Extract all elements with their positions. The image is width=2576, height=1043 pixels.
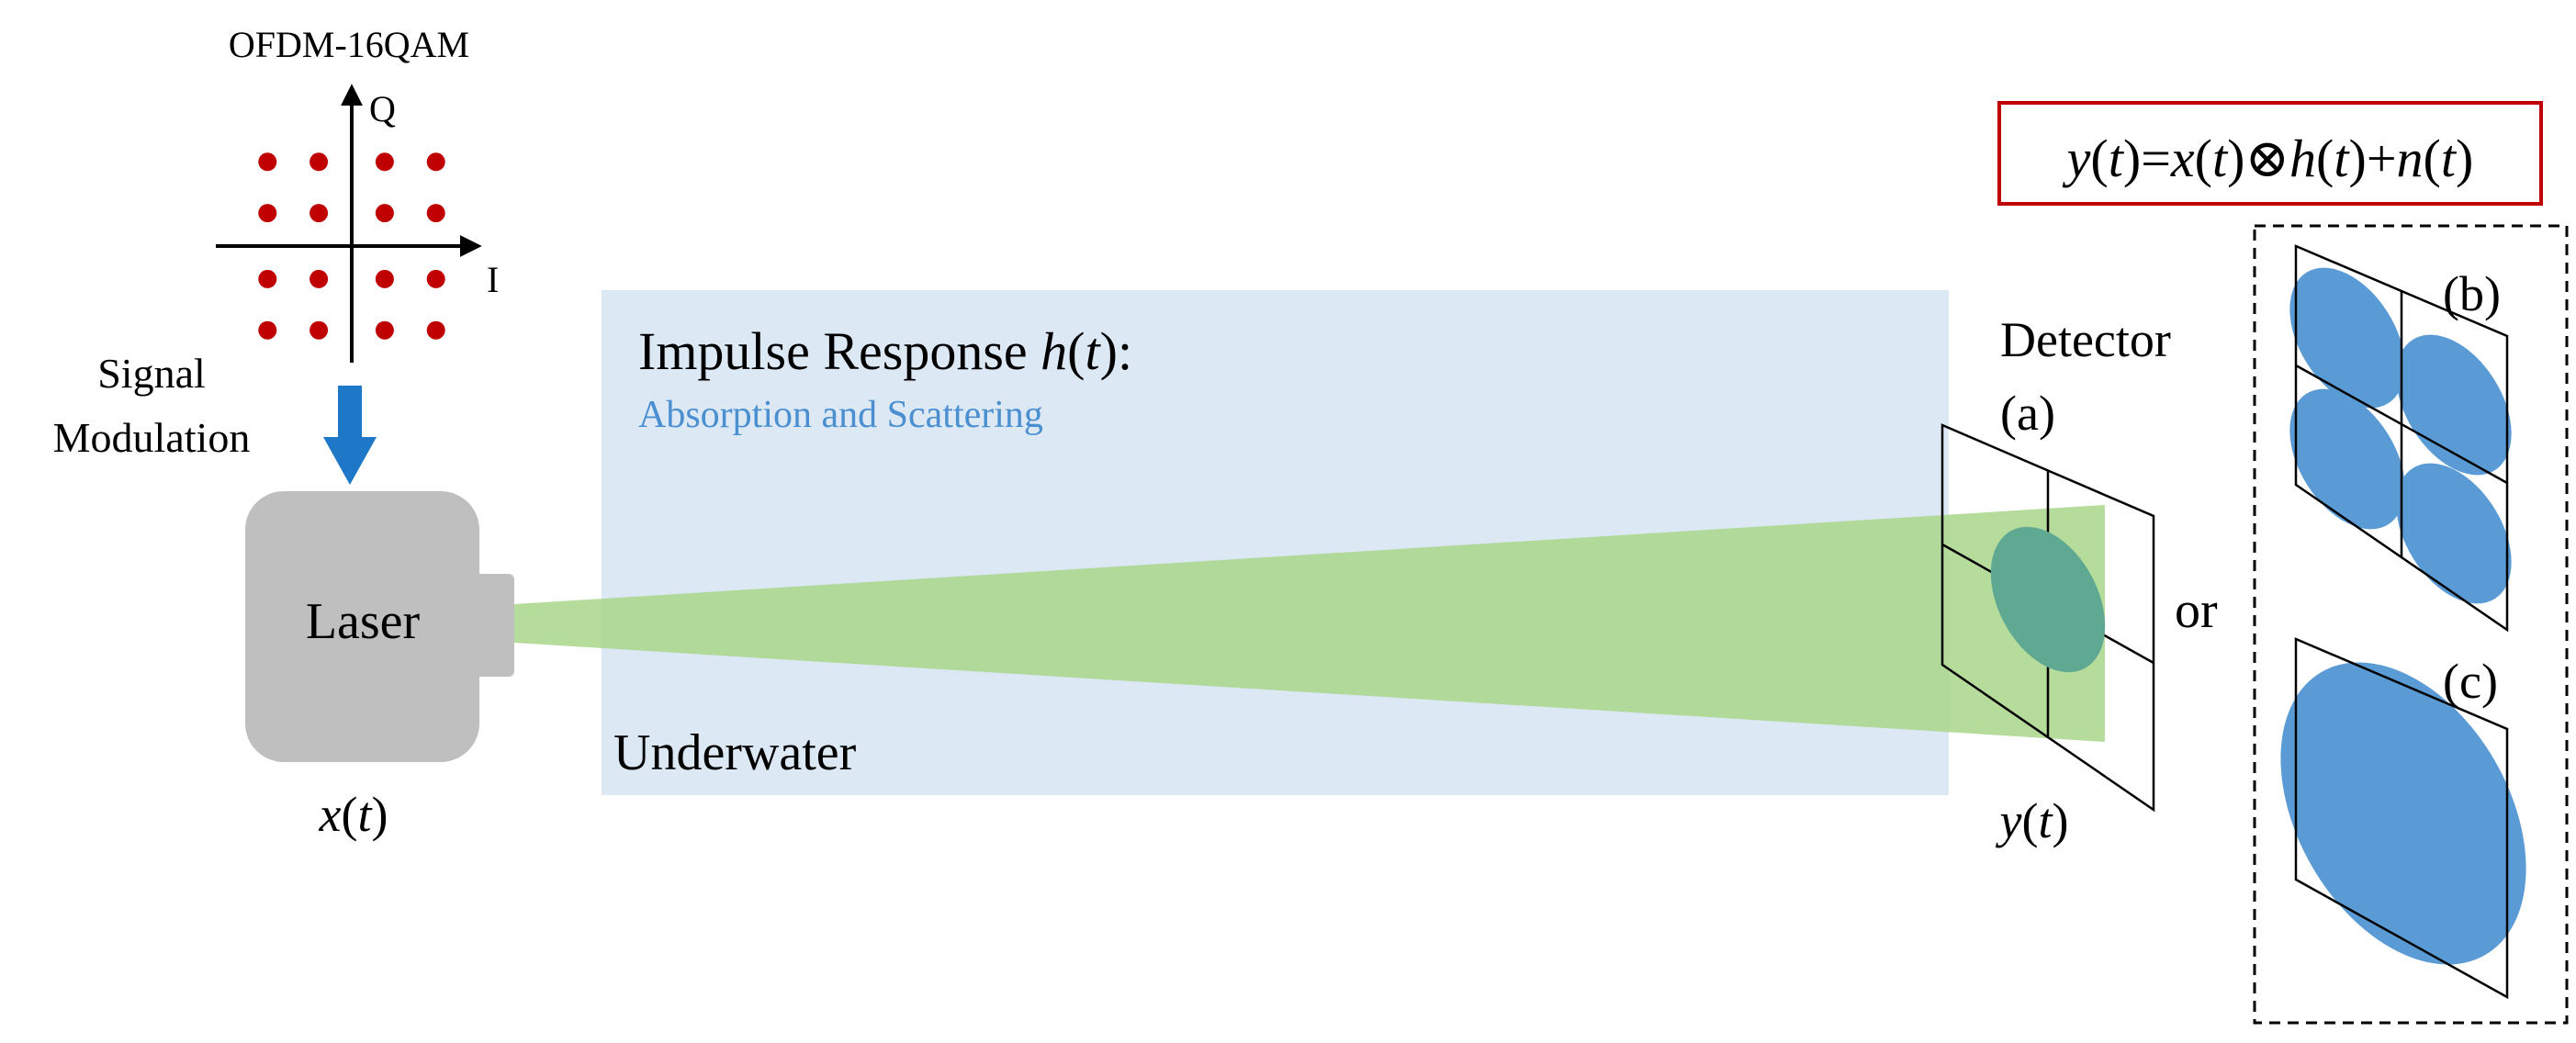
constellation-point-14 xyxy=(309,320,329,340)
detector-a-frame xyxy=(1940,423,2155,813)
constellation-point-12 xyxy=(426,269,445,288)
channel-subtitle: Absorption and Scattering xyxy=(638,394,1043,436)
laser-label: Laser xyxy=(306,593,421,650)
detector-b-spot-3 xyxy=(2289,388,2405,530)
equation-box: y(t)=x(t)⊗h(t)+n(t) xyxy=(1997,101,2543,206)
detector-c: (c) xyxy=(2280,637,2526,1000)
constellation-point-16 xyxy=(426,320,445,340)
modulation-label-line1: Signal xyxy=(97,350,206,397)
alternatives-dashed-border xyxy=(2253,224,2569,1025)
laser: Laser x(t) xyxy=(245,491,514,842)
detector-label: Detector xyxy=(2000,312,2171,367)
detector-a-spot xyxy=(1990,526,2106,673)
alternatives-box: (b) (c) xyxy=(2253,224,2569,1025)
constellation-point-5 xyxy=(258,204,277,223)
detector-c-frame xyxy=(2294,637,2509,1000)
detector-b-spot-1 xyxy=(2289,267,2405,409)
or-label: or xyxy=(2175,582,2218,639)
channel-title: Impulse Response h(t): xyxy=(638,321,1132,381)
equation-border xyxy=(1997,101,2543,206)
constellation-point-11 xyxy=(375,269,394,288)
detector-panel-a-label: (a) xyxy=(2000,386,2055,441)
laser-beam xyxy=(514,505,2105,742)
q-axis-label: Q xyxy=(369,88,396,129)
medium-label: Underwater xyxy=(613,724,857,781)
detector-output-label: y(t) xyxy=(1996,793,2069,848)
constellation-point-3 xyxy=(375,152,394,172)
constellation-point-7 xyxy=(375,204,394,223)
constellation-point-1 xyxy=(258,152,277,172)
equation-text: y(t)=x(t)⊗h(t)+n(t) xyxy=(2063,129,2474,188)
constellation-title: OFDM-16QAM xyxy=(229,24,469,65)
constellation-point-8 xyxy=(426,204,445,223)
detector-c-label: (c) xyxy=(2443,654,2498,709)
constellation-points xyxy=(258,152,445,340)
detector-b-spot-4 xyxy=(2396,463,2512,604)
constellation-point-10 xyxy=(309,269,329,288)
detector-b: (b) xyxy=(2289,244,2512,633)
laser-body xyxy=(245,491,479,762)
detector-b-label: (b) xyxy=(2443,266,2501,321)
modulation-label-line2: Modulation xyxy=(53,414,251,461)
detector-b-spot-2 xyxy=(2396,334,2512,476)
laser-signal-label: x(t) xyxy=(319,787,388,842)
constellation-diagram: OFDM-16QAM Q I xyxy=(216,24,499,363)
detector-b-frame xyxy=(2294,244,2509,633)
constellation-point-9 xyxy=(258,269,277,288)
detector-c-spot xyxy=(2280,662,2526,965)
detector-a: Detector (a) y(t) or xyxy=(1940,312,2218,848)
constellation-point-2 xyxy=(309,152,329,172)
constellation-point-13 xyxy=(258,320,277,340)
constellation-point-6 xyxy=(309,204,329,223)
detector-b-grid-h xyxy=(2295,364,2508,485)
constellation-point-15 xyxy=(375,320,394,340)
i-axis-label: I xyxy=(487,259,499,300)
constellation-point-4 xyxy=(426,152,445,172)
modulation-arrow xyxy=(323,386,377,485)
